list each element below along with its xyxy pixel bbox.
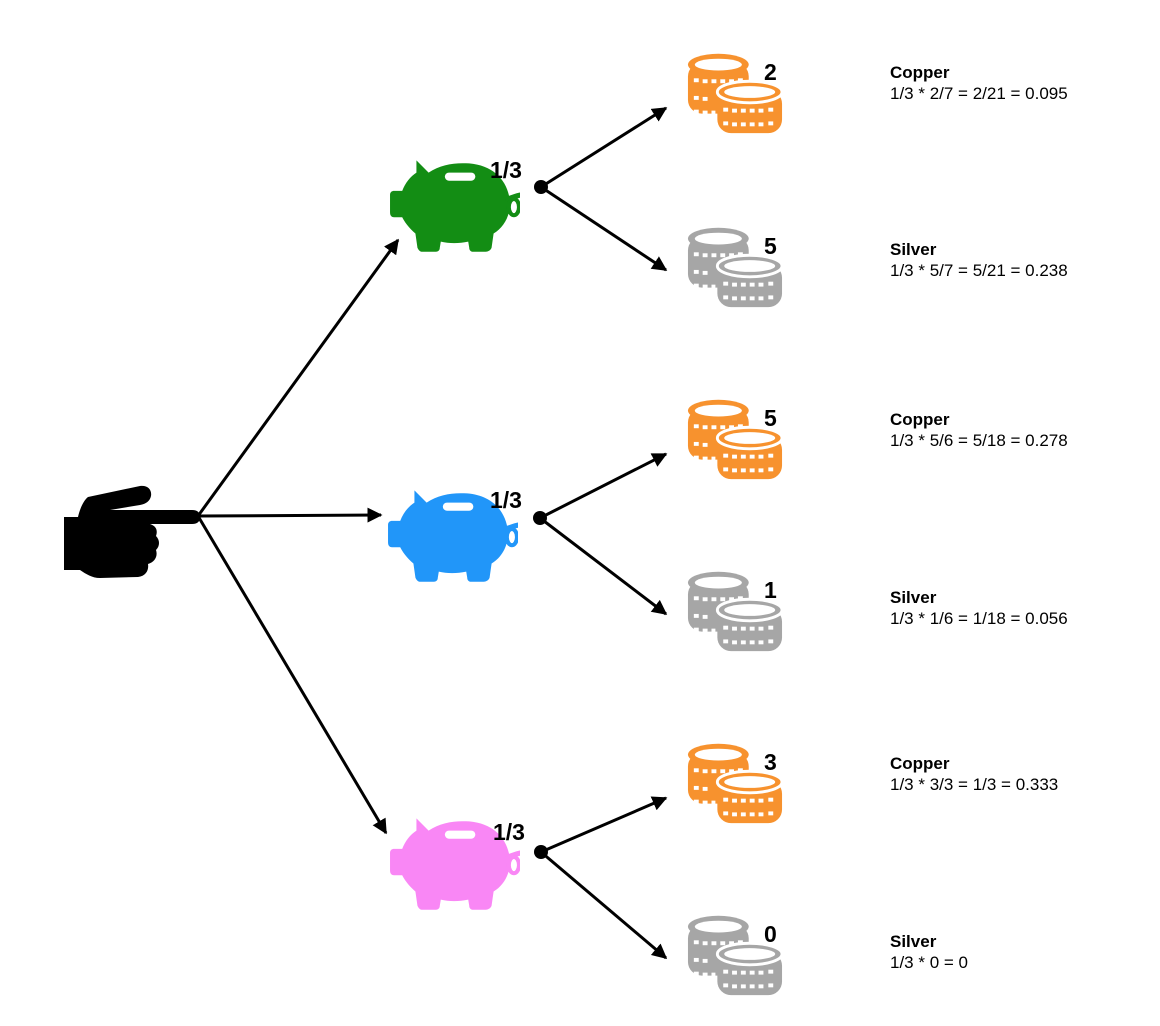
coin-count-label: 5 <box>764 233 777 259</box>
outcome-title: Silver <box>890 932 937 951</box>
coin-count-label: 3 <box>764 749 777 775</box>
outcome-formula: 1/3 * 3/3 = 1/3 = 0.333 <box>890 775 1059 794</box>
outcome-title: Copper <box>890 410 950 429</box>
pointing-hand-icon <box>64 485 200 578</box>
pig-to-coin-arrow <box>539 516 668 616</box>
pig-to-coin-arrow <box>539 452 668 520</box>
root-to-pig-arrow <box>196 515 388 835</box>
outcome-title: Copper <box>890 754 950 773</box>
coin-count-label: 5 <box>764 405 777 431</box>
branch-probability-label: 1/3 <box>493 819 525 845</box>
outcome-result: Silver 1/3 * 5/7 = 5/21 = 0.238 <box>890 239 1068 281</box>
branch-node-dot <box>533 511 547 525</box>
branch-probability-label: 1/3 <box>490 487 522 513</box>
branch-node-dot <box>534 180 548 194</box>
outcome-result: Copper 1/3 * 5/6 = 5/18 = 0.278 <box>890 409 1068 451</box>
pig-to-coin-arrow <box>540 106 668 189</box>
branch-node-dot <box>534 845 548 859</box>
coin-count-label: 1 <box>764 577 777 603</box>
outcome-title: Copper <box>890 63 950 82</box>
outcome-formula: 1/3 * 5/6 = 5/18 = 0.278 <box>890 431 1068 450</box>
outcome-result: Silver 1/3 * 0 = 0 <box>890 931 968 973</box>
outcome-result: Silver 1/3 * 1/6 = 1/18 = 0.056 <box>890 587 1068 629</box>
tree-nodes: 1/3 2 5 1/3 5 1 1/3 3 0 <box>388 52 784 996</box>
tree-edges <box>196 106 668 960</box>
outcome-title: Silver <box>890 588 937 607</box>
pig-to-coin-arrow <box>540 850 668 960</box>
outcome-title: Silver <box>890 240 937 259</box>
coin-count-label: 2 <box>764 59 777 85</box>
root-to-pig-arrow <box>197 507 383 523</box>
pig-to-coin-arrow <box>540 185 668 272</box>
outcome-formula: 1/3 * 2/7 = 2/21 = 0.095 <box>890 84 1068 103</box>
root-to-pig-arrow <box>196 238 400 517</box>
outcome-result: Copper 1/3 * 3/3 = 1/3 = 0.333 <box>890 753 1058 795</box>
outcome-result: Copper 1/3 * 2/7 = 2/21 = 0.095 <box>890 62 1068 104</box>
pig-to-coin-arrow <box>540 796 668 854</box>
outcome-formula: 1/3 * 5/7 = 5/21 = 0.238 <box>890 261 1068 280</box>
outcome-formula: 1/3 * 0 = 0 <box>890 953 968 972</box>
outcome-formula: 1/3 * 1/6 = 1/18 = 0.056 <box>890 609 1068 628</box>
coin-count-label: 0 <box>764 921 777 947</box>
branch-probability-label: 1/3 <box>490 157 522 183</box>
